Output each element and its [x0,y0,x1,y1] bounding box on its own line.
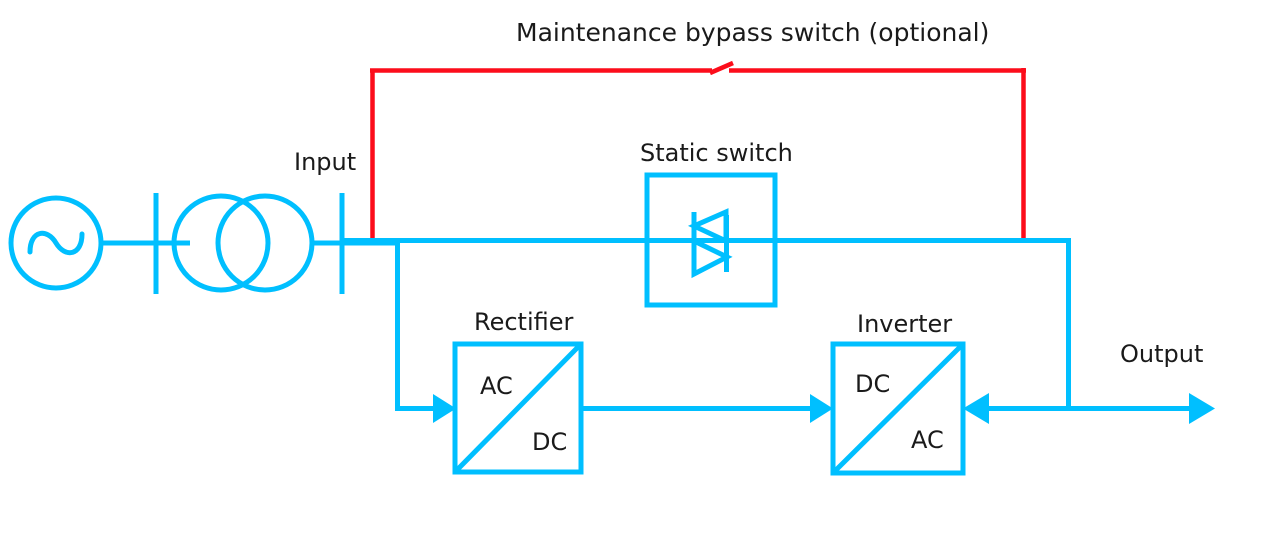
thyristor-lower-triangle [691,237,733,279]
ac-source-sine-glyph [27,230,85,256]
output-load-arrow-icon [1189,393,1215,424]
rectifier-diagonal-divider [455,344,581,472]
inverter-block[interactable]: DC AC Inverter [830,310,966,476]
static-switch-box[interactable] [644,172,778,308]
inverter-label: Inverter [857,310,952,338]
maintenance-bypass-path [370,60,1026,241]
static-switch-block[interactable]: Static switch [640,139,793,308]
rectifier-input-side-label: AC [480,372,513,400]
output-to-inverter-arrow-icon [963,393,989,424]
inverter-diagonal-divider [833,344,963,473]
transformer-winding-secondary [215,193,315,293]
ac-source-symbol [8,195,190,291]
main-bypass-bus [340,238,1071,411]
rectifier-label: Rectifier [474,308,574,336]
inverter-input-side-label: DC [855,370,890,398]
static-switch-label: Static switch [640,139,793,167]
bypass-switch-blade[interactable] [709,60,734,76]
antiparallel-thyristor-icon [687,208,733,279]
rectifier-input-branch [395,241,456,423]
output-section: Output [963,340,1215,424]
input-label: Input [294,148,356,176]
rectifier-input-arrow-icon [433,394,456,423]
rectifier-block[interactable]: AC DC Rectifier [452,308,584,475]
rectifier-output-side-label: DC [532,428,567,456]
transformer-winding-primary [171,193,271,293]
thyristor-upper-triangle [687,208,729,245]
dc-link [580,394,833,423]
dc-link-arrow-icon [810,394,833,423]
inverter-output-side-label: AC [911,426,944,454]
maintenance-bypass-title: Maintenance bypass switch (optional) [516,18,989,47]
output-label: Output [1120,340,1203,368]
